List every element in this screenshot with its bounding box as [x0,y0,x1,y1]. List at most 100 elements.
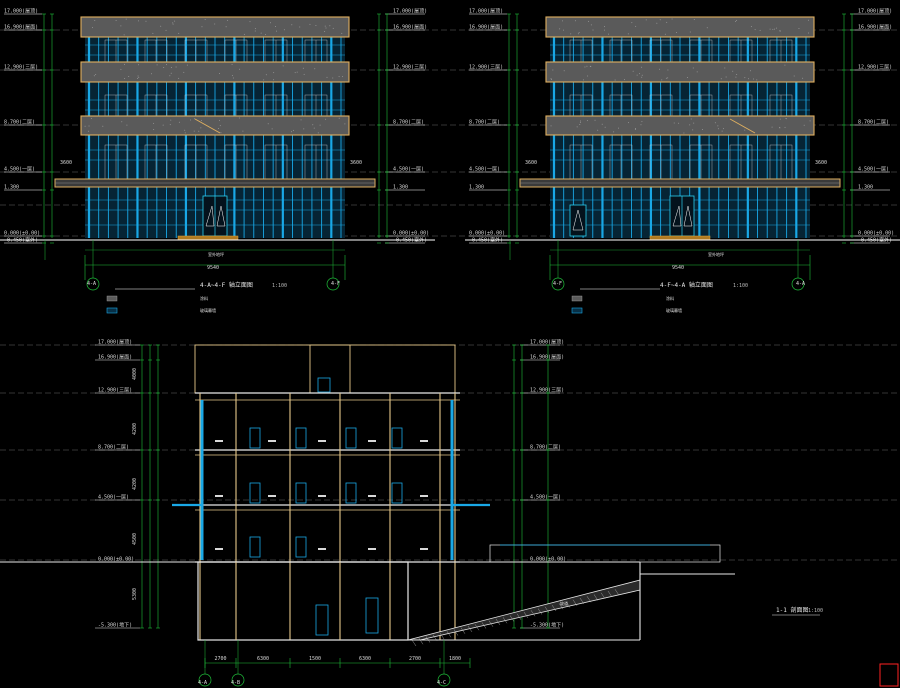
entrance-steps [650,236,710,240]
band-texture-dot [641,121,642,122]
band-texture-dot [802,78,803,79]
room-label-mark [368,495,376,497]
side-dimension: 4500 [132,533,138,545]
band-texture-dot [744,130,745,131]
band-texture-dot [618,128,619,129]
floor-band [546,116,814,135]
level-label: 4.500(一层) [98,495,129,501]
band-texture-dot [320,125,321,126]
band-texture-dot [615,79,616,80]
band-texture-dot [102,126,103,127]
band-texture-dot [325,119,326,120]
band-texture-dot [774,29,775,30]
elevation-right-grid-left: 4-F [553,281,562,287]
band-texture-dot [303,128,304,129]
band-texture-dot [329,25,330,26]
band-texture-dot [562,20,563,21]
band-texture-dot [723,128,724,129]
floor-band [546,62,814,82]
level-label: 17.000(屋顶) [98,340,132,346]
elevation-right-grid-right: 4-A [796,281,805,287]
band-texture-dot [602,124,603,125]
band-texture-dot [173,24,174,25]
level-label: 1.300 [4,185,19,191]
band-texture-dot [126,125,127,126]
legend-swatch-glass [572,308,582,313]
band-texture-dot [691,119,692,120]
level-label: 4.500(一层) [393,167,424,173]
band-texture-dot [661,79,662,80]
band-texture-dot [95,74,96,75]
bottom-dimension-label: 2700 [409,656,421,662]
band-texture-dot [239,69,240,70]
level-label: 12.900(三层) [469,65,503,71]
legend-swatch-glass [107,308,117,313]
band-texture-dot [92,27,93,28]
band-texture-dot [776,28,777,29]
band-texture-dot [608,34,609,35]
band-texture-dot [297,72,298,73]
level-label: 0.000(±0.00) [858,231,894,237]
elevation-right-scale: 1:100 [733,283,748,289]
band-texture-dot [268,123,269,124]
band-texture-dot [665,34,666,35]
band-texture-dot [232,64,233,65]
band-texture-dot [770,29,771,30]
canopy-dim: 3600 [60,160,72,166]
band-texture-dot [808,32,809,33]
band-texture-dot [291,131,292,132]
band-texture-dot [605,127,606,128]
room-label-mark [318,440,326,442]
canopy-dim: 3600 [815,160,827,166]
band-texture-dot [201,120,202,121]
band-texture-dot [597,130,598,131]
room-label-mark [215,440,223,442]
band-texture-dot [94,20,95,21]
band-texture-dot [184,130,185,131]
band-texture-dot [339,118,340,119]
band-texture-dot [242,131,243,132]
level-label: 4.500(一层) [4,167,35,173]
band-texture-dot [586,66,587,67]
band-texture-dot [718,128,719,129]
band-texture-dot [272,128,273,129]
band-texture-dot [631,22,632,23]
band-texture-dot [276,31,277,32]
band-texture-dot [263,79,264,80]
band-texture-dot [170,124,171,125]
elevation-left-legend-1: 涂料 [200,295,208,301]
band-texture-dot [219,120,220,121]
band-texture-dot [633,71,634,72]
room-label-mark [420,440,428,442]
elevation-left-scale: 1:100 [272,283,287,289]
band-texture-dot [551,125,552,126]
level-label: 12.900(三层) [393,65,427,71]
floor-band [81,116,349,135]
band-texture-dot [604,30,605,31]
band-texture-dot [628,33,629,34]
level-label: 16.900(屋面) [4,25,38,31]
band-texture-dot [226,26,227,27]
band-texture-dot [261,33,262,34]
band-texture-dot [751,26,752,27]
band-texture-dot [724,67,725,68]
elevation-left-ground-note: 室外地坪 [208,251,224,257]
band-texture-dot [88,131,89,132]
band-texture-dot [580,122,581,123]
band-texture-dot [94,75,95,76]
floor-band [546,17,814,37]
band-texture-dot [785,127,786,128]
band-texture-dot [756,79,757,80]
band-texture-dot [580,121,581,122]
band-texture-dot [667,70,668,71]
band-texture-dot [344,123,345,124]
band-texture-dot [624,79,625,80]
level-label: 17.000(屋顶) [4,9,38,15]
band-texture-dot [808,20,809,21]
band-texture-dot [780,119,781,120]
band-texture-dot [201,26,202,27]
level-label: 12.900(三层) [858,65,892,71]
band-texture-dot [227,20,228,21]
level-label: 8.700(二层) [4,120,35,126]
